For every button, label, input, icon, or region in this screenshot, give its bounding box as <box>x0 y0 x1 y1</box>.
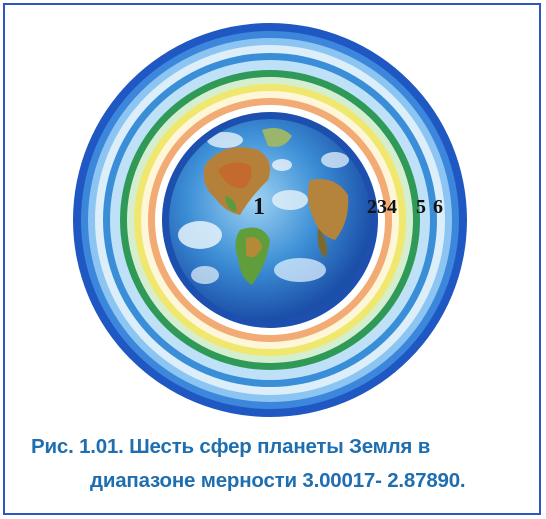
sphere-label-6: 6 <box>433 196 443 218</box>
earth-globe <box>169 119 371 321</box>
caption-line-2: диапазоне мерности 3.00017- 2.87890. <box>90 469 466 492</box>
sphere-label-1: 1 <box>253 194 265 220</box>
caption-line-1: Рис. 1.01. Шесть сфер планеты Земля в <box>31 435 431 458</box>
sphere-label-2-3-4: 234 <box>367 196 397 218</box>
sphere-label-5: 5 <box>416 196 426 218</box>
